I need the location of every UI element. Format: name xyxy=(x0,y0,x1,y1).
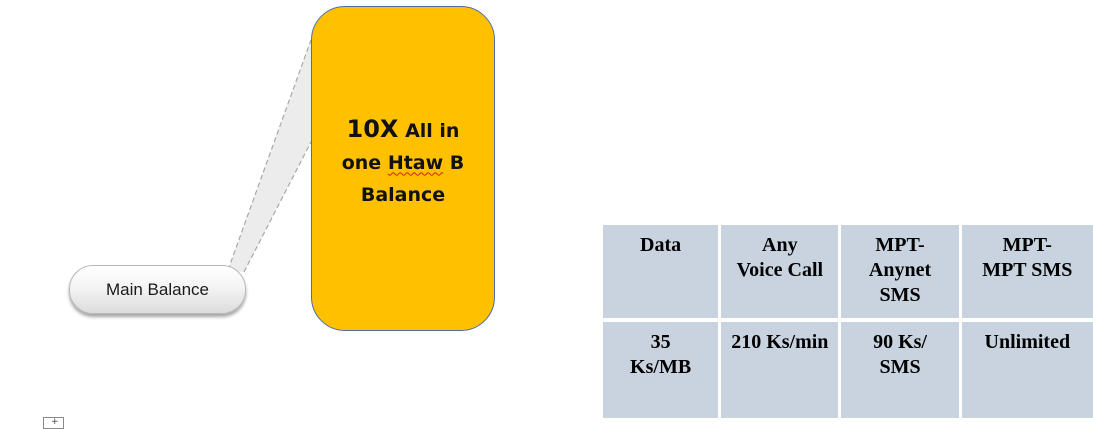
header-text: Anynet xyxy=(868,259,932,281)
header-cell-voice-call: Any Voice Call xyxy=(719,225,842,322)
callout-line-3: Balance xyxy=(360,183,446,206)
header-cell-anynet-sms: MPT- Anynet SMS xyxy=(839,225,962,322)
cell-text: Unlimited xyxy=(984,331,1071,353)
header-text: MPT- xyxy=(1002,234,1052,256)
offer-callout-card[interactable]: 10X All in one Htaw B Balance xyxy=(311,6,495,331)
header-text: Data xyxy=(640,234,682,256)
offer-callout-text: 10X All in one Htaw B Balance xyxy=(342,113,465,211)
cell-text: 35 xyxy=(650,331,671,353)
value-cell-anynet-sms: 90 Ks/ SMS xyxy=(839,320,962,418)
spellcheck-word: Htaw xyxy=(387,151,444,174)
value-cell-data: 35 Ks/MB xyxy=(603,320,722,418)
cell-text: 90 Ks/ xyxy=(873,331,927,353)
header-cell-data: Data xyxy=(603,225,722,322)
cell-text: Ks/MB xyxy=(630,356,692,378)
rate-table: Data Any Voice Call MPT- Anynet SMS MPT-… xyxy=(603,225,1093,418)
header-text: Voice Call xyxy=(736,259,824,281)
multiplier-label: 10X xyxy=(346,114,399,143)
main-balance-node[interactable]: Main Balance xyxy=(69,265,246,314)
main-balance-label: Main Balance xyxy=(105,279,209,299)
move-anchor-icon[interactable]: + xyxy=(43,417,64,429)
cell-text: 210 Ks/min xyxy=(731,331,829,353)
header-text: Any xyxy=(762,234,798,256)
cell-text: SMS xyxy=(879,356,921,378)
callout-line-2-post: B xyxy=(443,151,465,174)
value-cell-voice-call: 210 Ks/min xyxy=(719,320,842,418)
header-text: MPT SMS xyxy=(982,259,1073,281)
value-cell-mpt-sms: Unlimited xyxy=(960,320,1093,418)
table-row: 35 Ks/MB 210 Ks/min 90 Ks/ SMS Unlimited xyxy=(603,320,1093,418)
header-text: MPT- xyxy=(875,234,925,256)
header-text: SMS xyxy=(879,284,921,306)
callout-line-2-pre: one xyxy=(341,151,388,174)
header-cell-mpt-sms: MPT- MPT SMS xyxy=(960,225,1093,322)
callout-line-1: All in xyxy=(405,119,460,142)
table-header-row: Data Any Voice Call MPT- Anynet SMS MPT-… xyxy=(603,225,1093,322)
